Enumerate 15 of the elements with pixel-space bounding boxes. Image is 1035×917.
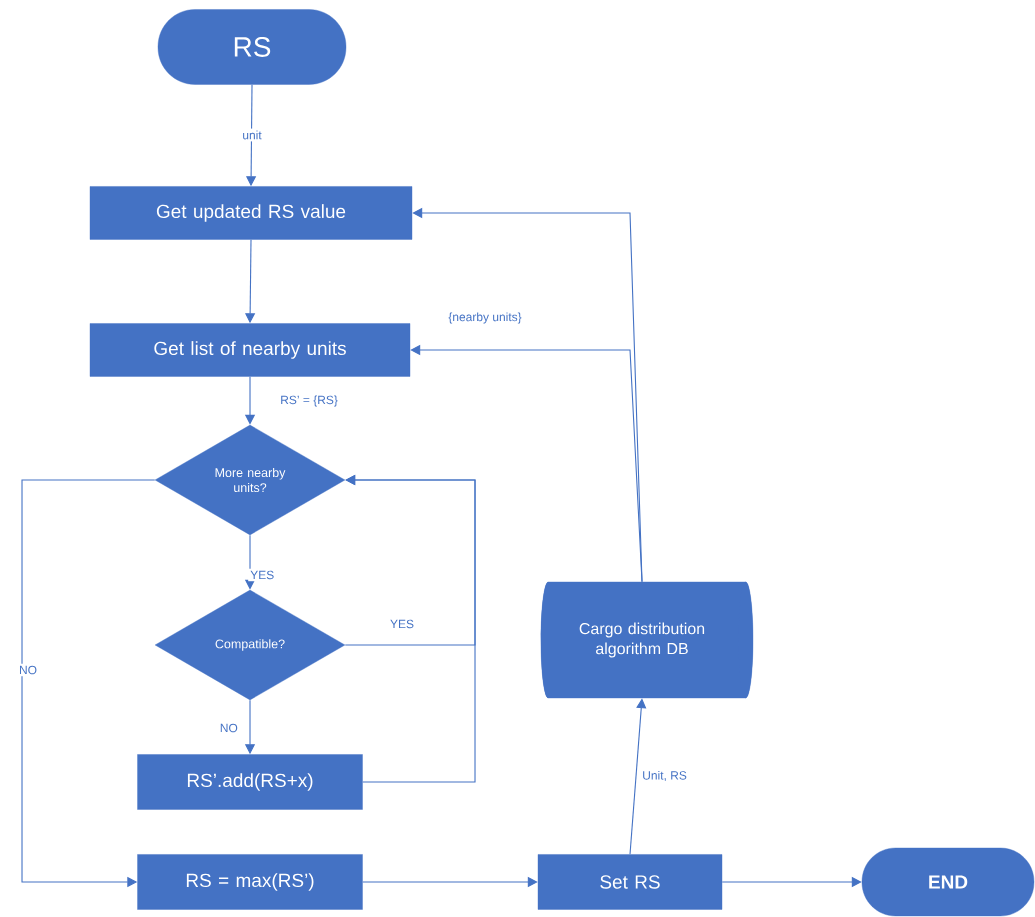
edge-label: {nearby units}	[446, 310, 524, 326]
edge-label: YES	[388, 617, 416, 631]
process-box: RS’.add(RS+x)	[137, 754, 363, 810]
edge-label: unit	[240, 128, 264, 142]
arrow	[629, 698, 647, 855]
process-box: RS = max(RS’)	[137, 854, 363, 910]
edge-label: RS’ = {RS}	[278, 393, 340, 409]
edge-label: NO	[217, 721, 240, 735]
process-box: Get list of nearby units	[89, 323, 411, 377]
edge-label: YES	[248, 568, 277, 582]
database-cylinder: Cargo distribution algorithm DB	[540, 581, 754, 699]
edge-label: NO	[17, 663, 39, 677]
process-box: Get updated RS value	[89, 186, 413, 240]
edge-label: Unit, RS	[640, 768, 689, 784]
process-box: Set RS	[537, 854, 723, 910]
